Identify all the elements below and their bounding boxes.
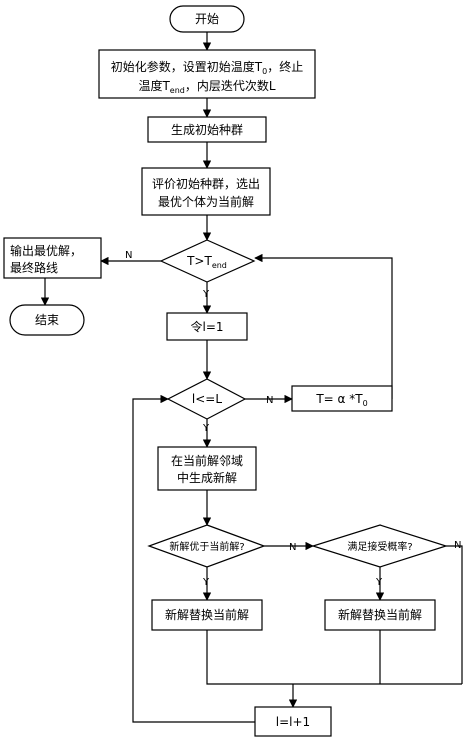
edge-condaccept-no (446, 545, 463, 684)
cond-accept-label: 满足接受概率? (347, 540, 412, 553)
node-neighbor: 在当前解邻域 中生成新解 (157, 446, 257, 491)
node-update-temp: T= α *T0 (291, 385, 393, 412)
edge-labels: N Y N Y N Y N Y (125, 250, 461, 588)
edge-increment-condl (132, 394, 255, 723)
evaluate-line2: 最优个体为当前解 (158, 194, 254, 209)
replace-left-label: 新解替换当前解 (165, 607, 249, 622)
cond-temp-label: T>Tend (186, 254, 227, 270)
node-generate: 生成初始种群 (147, 116, 267, 143)
evaluate-line1: 评价初始种群，选出 (152, 177, 260, 191)
cond-better-label: 新解优于当前解? (169, 540, 244, 553)
start-label: 开始 (195, 12, 219, 26)
init-line2: 温度Tend，内层迭代次数L (138, 78, 275, 95)
update-temp-label: T= α *T0 (315, 392, 367, 408)
accept-yes-label: Y (375, 577, 383, 588)
node-init: 初始化参数，设置初始温度T0，终止 温度Tend，内层迭代次数L (98, 49, 316, 99)
l-no-label: N (266, 395, 273, 406)
node-cond-l: l<=L (166, 378, 247, 420)
temp-yes-label: Y (202, 289, 210, 300)
replace-right-label: 新解替换当前解 (338, 607, 422, 622)
neighbor-line2: 中生成新解 (177, 470, 237, 485)
node-cond-temp: T>Tend (159, 239, 256, 283)
accept-no-label: N (454, 540, 461, 551)
increment-label: l=l+1 (276, 715, 310, 729)
output-line1: 输出最优解， (10, 243, 82, 258)
node-replace-right: 新解替换当前解 (324, 599, 436, 631)
node-set-l: 令l=1 (166, 312, 248, 341)
end-label: 结束 (35, 313, 59, 327)
node-output: 输出最优解， 最终路线 (3, 237, 102, 279)
node-replace-left: 新解替换当前解 (151, 599, 263, 631)
better-no-label: N (289, 542, 296, 553)
l-yes-label: Y (202, 423, 210, 434)
node-evaluate: 评价初始种群，选出 最优个体为当前解 (141, 167, 271, 216)
node-increment: l=l+1 (254, 706, 332, 737)
connectors (40, 32, 463, 723)
init-line1: 初始化参数，设置初始温度T0，终止 (111, 59, 303, 76)
node-cond-accept: 满足接受概率? (310, 524, 448, 568)
edge-updatetemp-condtemp (254, 253, 393, 399)
output-line2: 最终路线 (10, 260, 58, 275)
set-l-label: 令l=1 (190, 319, 223, 334)
generate-label: 生成初始种群 (171, 123, 243, 137)
temp-no-label: N (125, 250, 132, 261)
edge-replaceleft-merge (206, 630, 462, 685)
cond-l-label: l<=L (192, 392, 222, 406)
better-yes-label: Y (202, 577, 210, 588)
node-end: 结束 (9, 304, 85, 336)
neighbor-line1: 在当前解邻域 (171, 453, 243, 468)
node-cond-better: 新解优于当前解? (147, 524, 266, 568)
node-start: 开始 (169, 5, 245, 33)
